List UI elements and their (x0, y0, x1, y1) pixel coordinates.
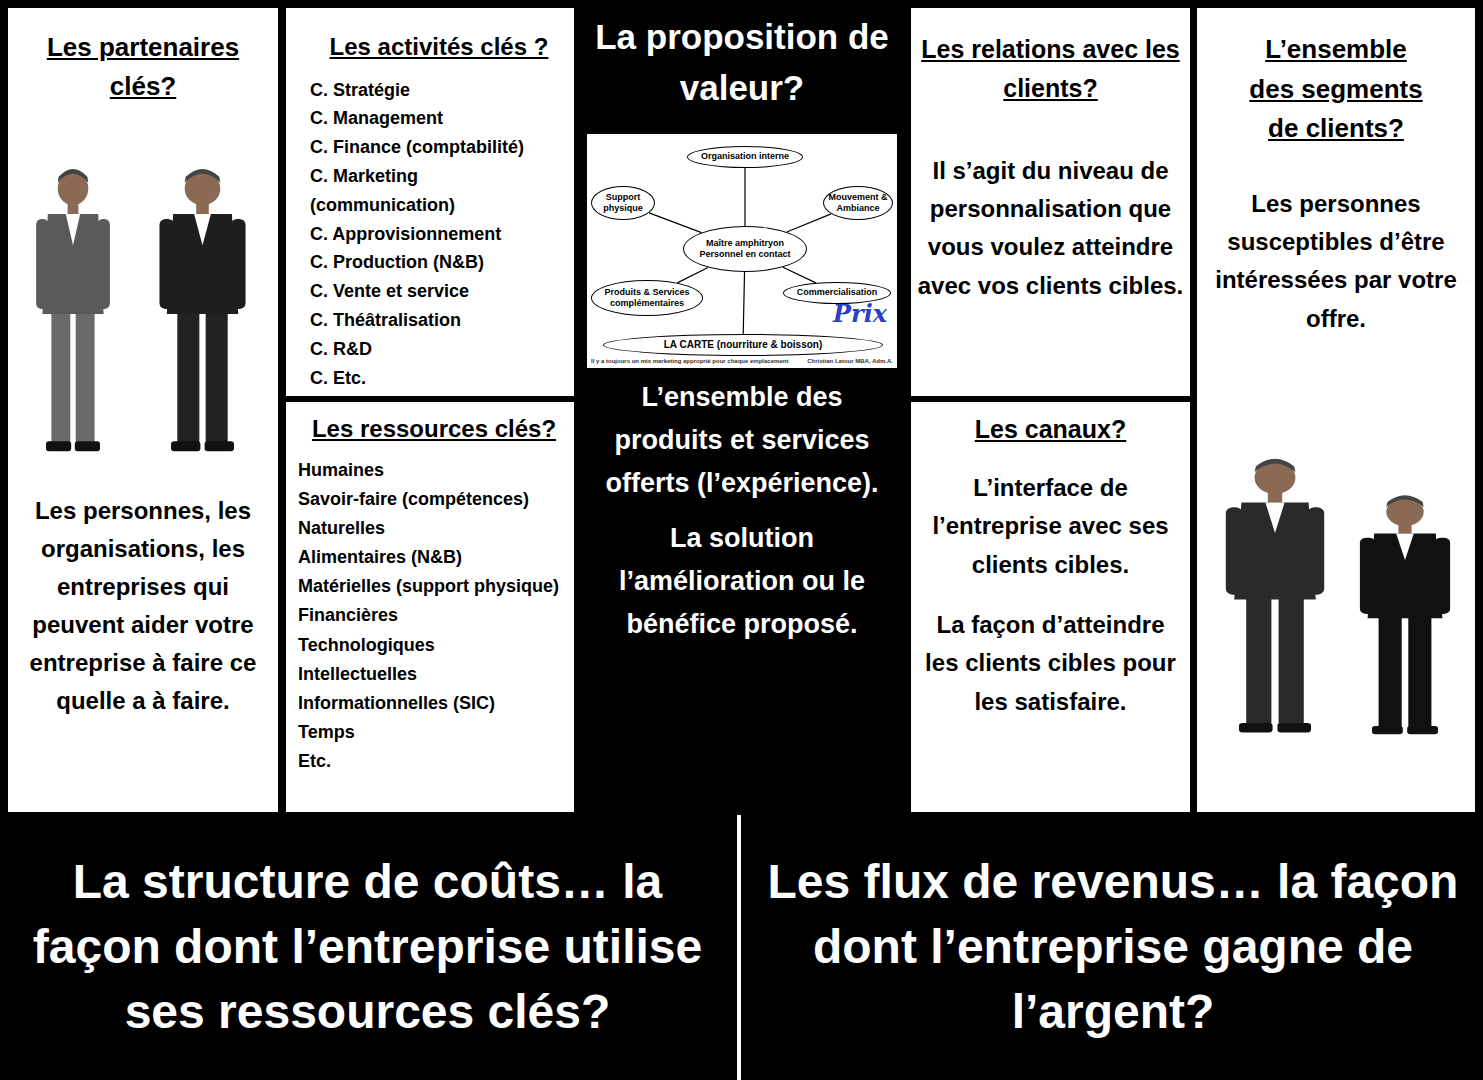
oval-text: Maître amphitryon (706, 238, 784, 248)
partner-man (159, 169, 245, 451)
channels-box: Les canaux? L’interface de l’entreprise a… (911, 402, 1190, 812)
body-text: Financières (298, 601, 570, 630)
body-text: Informationnelles (SIC) (298, 689, 570, 718)
connector-line (744, 168, 745, 226)
body-text: C. Marketing (communication) (310, 162, 568, 220)
partner-woman (36, 169, 110, 451)
body-text: C. Vente et service (310, 277, 568, 306)
customer-segments-box: L’ensemble des segments de clients? Les p… (1197, 8, 1475, 812)
oval-text: Produits & Services complémentaires (596, 287, 698, 307)
body-text: Les personnes susceptibles d’être intére… (1205, 185, 1467, 339)
mix-oval: Produits & Services complémentaires (591, 280, 703, 316)
body-text: La façon d’atteindre les clients cibles … (917, 606, 1184, 721)
body-text: Naturelles (298, 514, 570, 543)
body-text: C. Théâtralisation (310, 306, 568, 335)
connector-line (787, 213, 831, 231)
resources-box: Les ressources clés? HumainesSavoir-faire… (286, 402, 574, 812)
oval-text: Organisation interne (701, 151, 789, 161)
heading-text: Les canaux? (917, 410, 1184, 449)
heading-text: La proposition de valeur? (584, 12, 900, 114)
body-text: Temps (298, 718, 570, 747)
connector-line (743, 271, 744, 333)
heading-text: Les ressources clés? (298, 412, 570, 446)
body-text: Alimentaires (N&B) (298, 543, 570, 572)
heading-text: Les partenaires clés? (16, 28, 270, 106)
client-woman (1360, 495, 1450, 734)
mix-oval: Organisation interne (687, 146, 803, 168)
illustration-panel: Organisation interneSupport physique Mouv… (587, 134, 897, 368)
oval-text: Personnel en contact (699, 249, 790, 259)
body-text: C. Stratégie (310, 76, 568, 105)
credit-label: Christian Latour MBA, Adm.A. (807, 358, 893, 365)
price-label: Prix (833, 300, 887, 328)
mix-center-oval: Maître amphitryonPersonnel en contact (683, 226, 807, 272)
body-text: Les personnes, les organisations, les en… (16, 492, 270, 719)
body-text: L’ensemble des produits et services offe… (584, 376, 900, 506)
body-text: Etc. (298, 747, 570, 776)
oval-text: Mouvement & Ambiance (828, 192, 888, 212)
mix-oval: Support physique (591, 186, 655, 220)
mix-oval: Mouvement & Ambiance (823, 186, 893, 220)
revenue-streams-band: Les flux de revenus… la façon dont l’ent… (743, 815, 1483, 1080)
value-proposition-column: La proposition de valeur? Organisation in… (576, 0, 908, 802)
activities-box: Les activités clés ? C. StratégieC. Manag… (286, 8, 574, 396)
connector-line (783, 267, 816, 283)
body-text: C. R&D (310, 335, 568, 364)
band-divider (737, 815, 741, 1080)
body-text: Matérielles (support physique) (298, 572, 570, 601)
heading-text: Les activités clés ? (310, 30, 568, 64)
connector-line (677, 267, 708, 282)
body-text: C. Etc. (310, 364, 568, 393)
body-text: Intellectuelles (298, 660, 570, 689)
heading-text: Les relations avec les clients? (917, 30, 1184, 108)
heading-text: La structure de coûts… la façon dont l’e… (10, 850, 725, 1044)
heading-text: L’ensemble des segments de clients? (1244, 30, 1429, 149)
body-text: Humaines (298, 456, 570, 485)
body-text: Technologiques (298, 631, 570, 660)
cost-structure-band: La structure de coûts… la façon dont l’e… (0, 815, 735, 1080)
client-man (1226, 459, 1324, 733)
menu-oval: LA CARTE (nourriture & boisson) (603, 334, 883, 356)
body-text: Savoir-faire (compétences) (298, 485, 570, 514)
connector-line (649, 212, 701, 232)
oval-text: Commercialisation (797, 287, 878, 297)
body-text: L’interface de l’entreprise avec ses cli… (917, 469, 1184, 584)
body-text: C. Management (310, 104, 568, 133)
body-text: C. Approvisionnement (310, 220, 568, 249)
partners-box: Les partenaires clés? Les personnes, les … (8, 8, 278, 812)
body-text: Il s’agit du niveau de personnalisation … (917, 152, 1184, 306)
body-text: La solution l’amélioration ou le bénéfic… (584, 517, 900, 647)
heading-text: Les flux de revenus… la façon dont l’ent… (753, 850, 1473, 1044)
footnote-label: Il y a toujours un mix marketing appropr… (591, 358, 788, 365)
customer-relations-box: Les relations avec les clients? Il s’agit… (911, 8, 1190, 396)
oval-text: Support physique (596, 192, 650, 212)
body-text: C. Production (N&B) (310, 248, 568, 277)
oval-text: LA CARTE (nourriture & boisson) (664, 339, 823, 350)
body-text: C. Finance (comptabilité) (310, 133, 568, 162)
